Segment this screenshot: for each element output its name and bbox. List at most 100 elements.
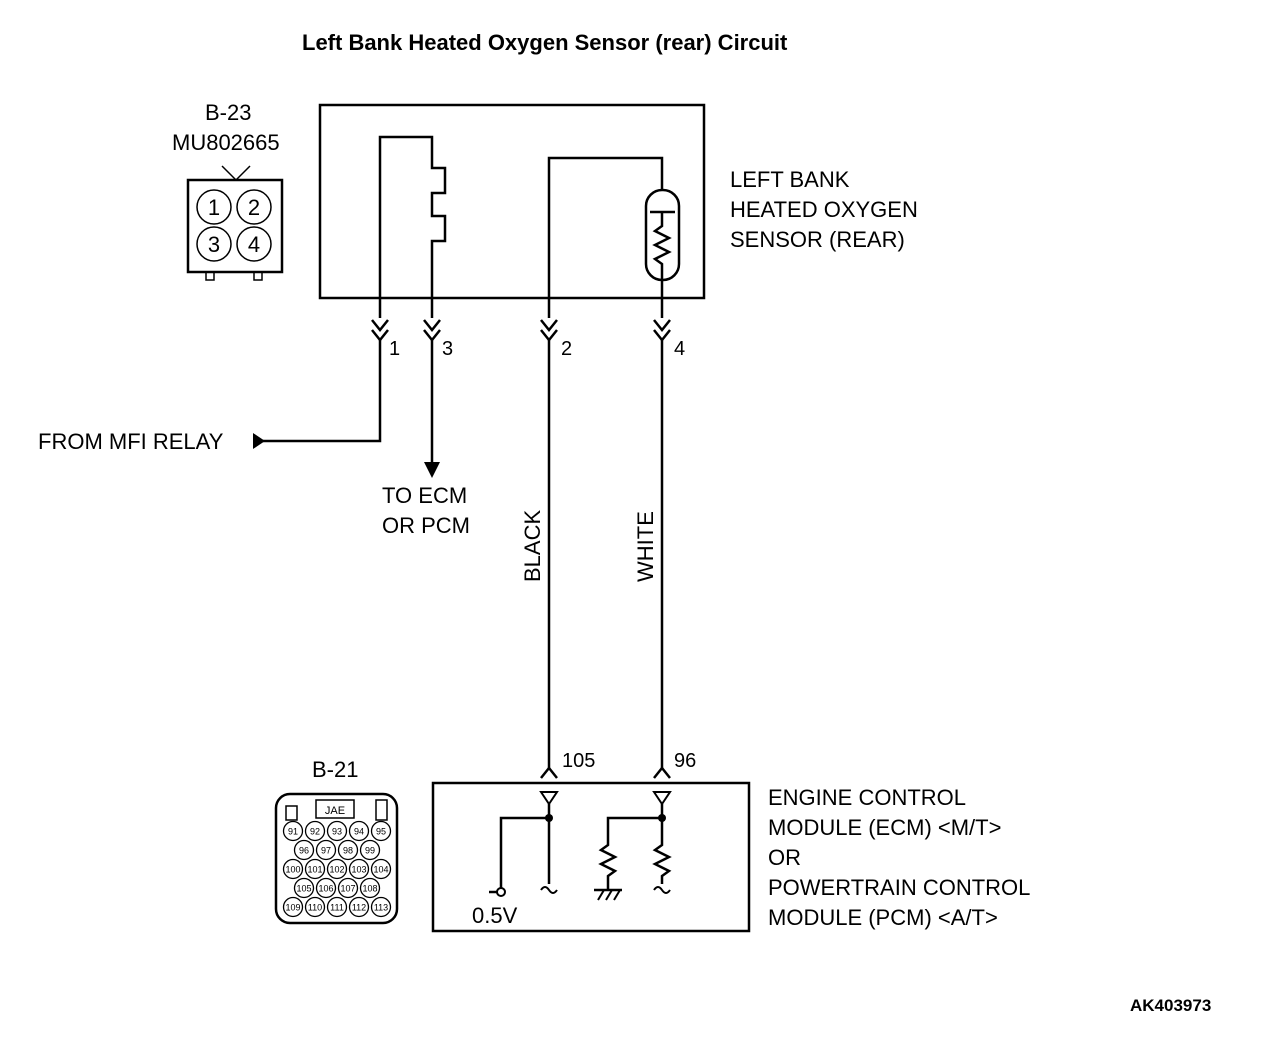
ecm-connector-chevron <box>540 765 558 779</box>
connector-b21-pin-number: 93 <box>332 827 342 837</box>
connector-b21-pin-cell <box>370 896 392 918</box>
sensor-pin-2: 2 <box>561 338 572 360</box>
wire-mfi-relay <box>262 340 382 443</box>
connector-b21-pin-cell <box>315 839 337 861</box>
connector-b21-pin-number: 103 <box>351 865 366 875</box>
ecm-input-triangle <box>539 791 559 806</box>
connector-b23-pin-cell <box>196 189 232 225</box>
connector-b23-pin-cell <box>196 226 232 262</box>
connector-b23-part: MU802665 <box>172 130 280 155</box>
connector-b21-pin-cell <box>304 896 326 918</box>
ecm-label-line: ENGINE CONTROL <box>768 785 966 810</box>
connector-b21-pin-cell <box>304 858 326 880</box>
connector-chevrons <box>371 319 671 343</box>
ecm-box <box>431 781 751 933</box>
connector-b21-pin-number: 107 <box>340 884 355 894</box>
connector-b23-tab-left <box>205 271 215 281</box>
sensor-pin-3: 3 <box>442 338 453 360</box>
connector-b23-tab-right <box>253 271 263 281</box>
connector-key-mark <box>221 165 251 182</box>
sensor-label-line: SENSOR (REAR) <box>730 227 905 252</box>
reference-voltage-terminal <box>496 887 506 897</box>
connector-b21-pin-cell <box>370 820 392 842</box>
to-ecm-label-line: TO ECM <box>382 483 467 508</box>
connector-b23-pin-cell <box>236 189 272 225</box>
connector-b23-pin: 1 <box>208 195 220 220</box>
connector-b21-pin-cell <box>326 858 348 880</box>
connector-b21-pin-number: 91 <box>288 827 298 837</box>
ecm-label-line: MODULE (ECM) <M/T> <box>768 815 1001 840</box>
connector-b21-pin-cell <box>315 877 337 899</box>
connector-b21-pin-number: 113 <box>374 903 388 913</box>
connector-b21-pin-cell <box>337 839 359 861</box>
connector-b21-pin-cell <box>282 896 304 918</box>
ecm-label-line: POWERTRAIN CONTROL <box>768 875 1030 900</box>
connector-b21-pin-number: 97 <box>321 846 331 856</box>
connector-b21-pin-number: 94 <box>354 827 364 837</box>
connector-b23: B-23 MU802665 1 2 3 4 <box>172 100 284 281</box>
sensor-pin-4: 4 <box>674 338 685 360</box>
connector-b21-pin-number: 106 <box>318 884 333 894</box>
reference-voltage-wire <box>499 816 549 888</box>
ecm-input-triangle <box>652 791 672 806</box>
sensor-label-line: HEATED OXYGEN <box>730 197 918 222</box>
ecm-internal-resistor <box>652 804 672 884</box>
connector-b21-pin-number: 96 <box>299 846 309 856</box>
connector-b21-pin-number: 102 <box>329 865 344 875</box>
connector-b23-pin-cell <box>236 226 272 262</box>
connector-b21-pin-cell <box>348 858 370 880</box>
connector-b23-body <box>186 178 284 274</box>
connector-b21-pin-cell <box>304 820 326 842</box>
reference-voltage-label: 0.5V <box>472 903 518 928</box>
connector-b23-pin: 2 <box>248 195 260 220</box>
ecm-connector-chevron <box>653 765 671 779</box>
connector-b21-pin-number: 100 <box>285 865 300 875</box>
ecm-label-line: MODULE (PCM) <A/T> <box>768 905 998 930</box>
arrow-from-mfi-relay <box>253 433 265 449</box>
ground-hatch <box>597 889 621 901</box>
arrow-to-ecm <box>424 462 440 478</box>
diagram-title: Left Bank Heated Oxygen Sensor (rear) Ci… <box>302 30 788 55</box>
connector-b21-pin-cell <box>326 896 348 918</box>
ecm-pin-96: 96 <box>674 750 696 772</box>
heater-element <box>378 135 447 318</box>
from-mfi-relay-label: FROM MFI RELAY <box>38 429 224 454</box>
connector-b21-maker-box <box>315 799 355 819</box>
connector-b21-pin-number: 110 <box>308 903 322 913</box>
connector-b21-id: B-21 <box>312 757 358 782</box>
connector-b21-maker: JAE <box>325 805 345 817</box>
connector-b21-pin-cell <box>359 839 381 861</box>
figure-code: AK403973 <box>1130 996 1211 1015</box>
connector-b21-pin-cell <box>359 877 381 899</box>
connector-b21-pin-number: 109 <box>285 903 300 913</box>
to-ecm-label-line: OR PCM <box>382 513 470 538</box>
ecm-label-line: OR <box>768 845 801 870</box>
connector-b23-pin: 4 <box>248 232 260 257</box>
sensor-pin-1: 1 <box>389 338 400 360</box>
ecm-pin-105: 105 <box>562 750 595 772</box>
connector-b21-body <box>274 792 399 925</box>
ground-resistor <box>598 816 662 890</box>
wire-color-white: WHITE <box>633 511 658 582</box>
sensor-label-line: LEFT BANK <box>730 167 850 192</box>
connector-b21-pin-cell <box>370 858 392 880</box>
connector-b21-pin-cell <box>348 896 370 918</box>
connector-b21-pin-number: 98 <box>343 846 353 856</box>
connector-b21-pin-cell <box>293 839 315 861</box>
sensor-box <box>318 103 706 300</box>
connector-b21-pin-cell <box>293 877 315 899</box>
connector-b21-pin-number: 101 <box>307 865 322 875</box>
ecm-signal-symbol <box>540 886 558 894</box>
connector-b21-pin-number: 111 <box>330 903 344 913</box>
connector-b21-pin-number: 95 <box>376 827 386 837</box>
connector-b21-latch <box>285 805 298 821</box>
connector-b21-pin-cell <box>282 858 304 880</box>
connector-b21-pin-cell <box>282 820 304 842</box>
connector-b21-pin-number: 92 <box>310 827 320 837</box>
sensor-signal-loop <box>547 156 664 318</box>
connector-b21-pin-number: 108 <box>362 884 377 894</box>
connector-b21-pin-number: 104 <box>373 865 388 875</box>
wire-color-black: BLACK <box>520 510 545 582</box>
